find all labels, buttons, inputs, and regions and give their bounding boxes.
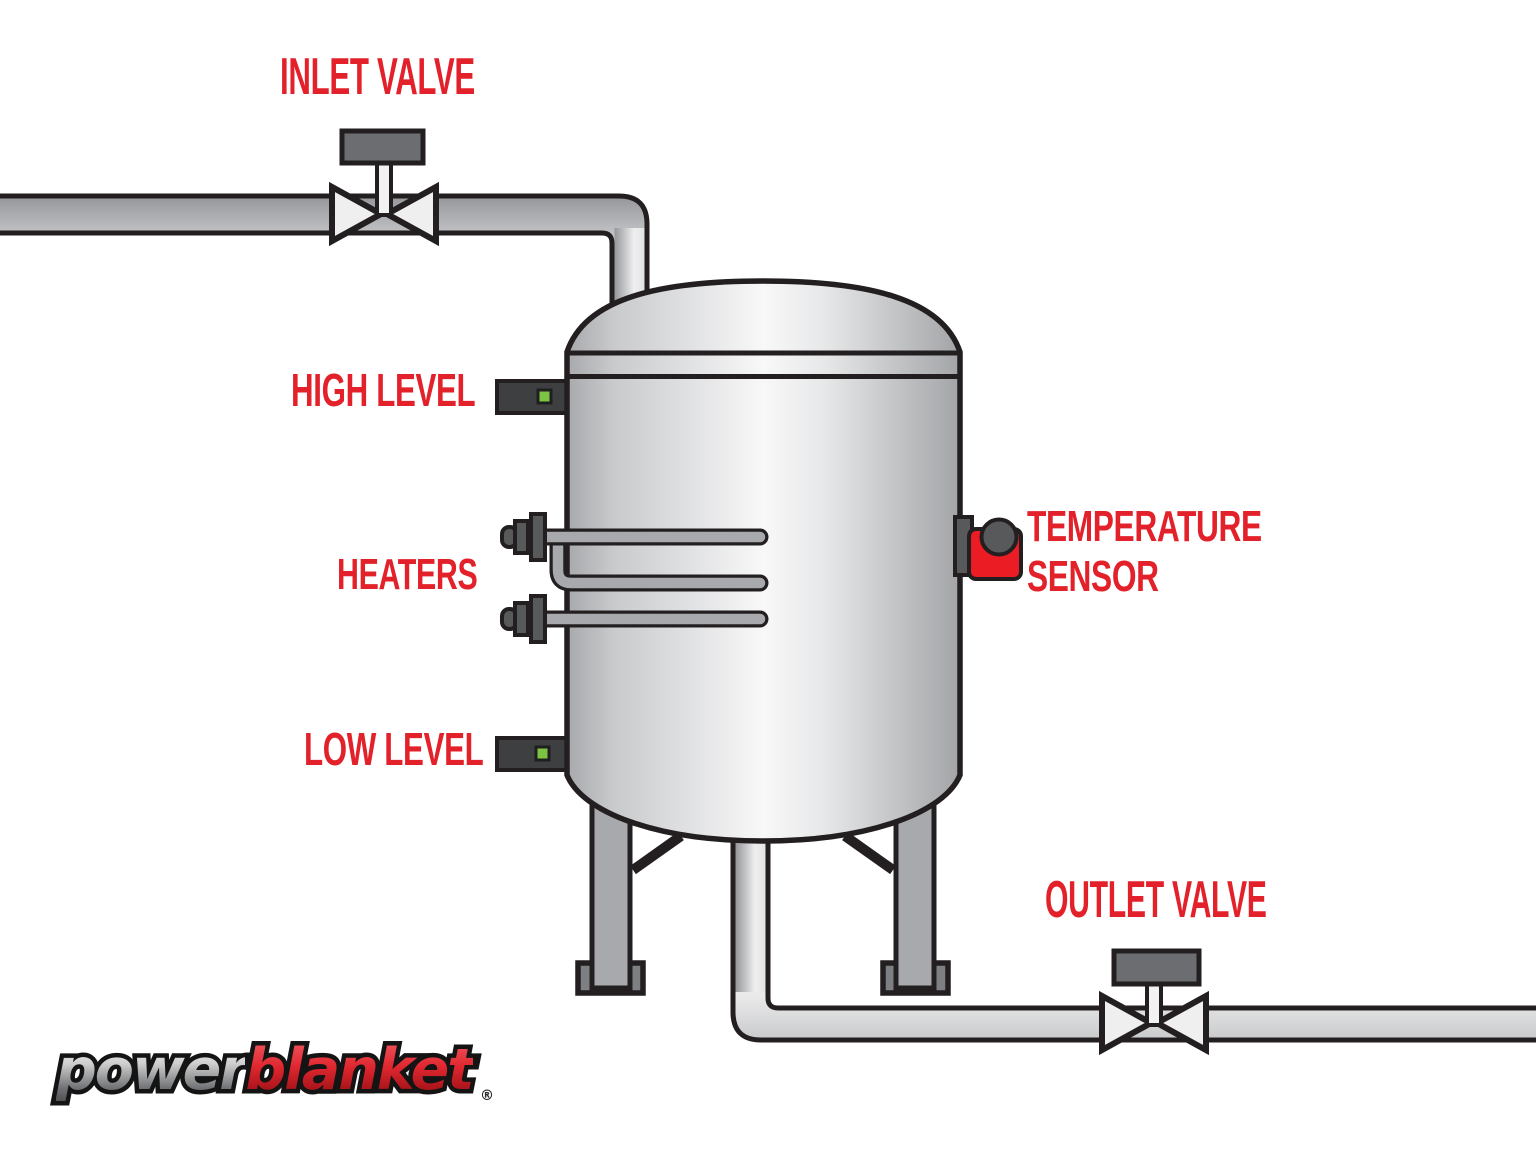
label-heaters: HEATERS bbox=[337, 550, 478, 599]
left-leg-brace bbox=[630, 831, 684, 875]
label-high-level: HIGH LEVEL bbox=[291, 364, 476, 416]
outlet-pipe bbox=[730, 823, 1536, 1043]
inlet-valve-handle bbox=[339, 128, 426, 166]
outlet-valve-handle bbox=[1111, 948, 1202, 987]
temperature-sensor bbox=[953, 515, 1023, 581]
label-inlet-valve: INLET VALVE bbox=[280, 48, 475, 106]
logo-text: powerblanket bbox=[56, 1037, 475, 1103]
left-leg bbox=[589, 795, 633, 991]
outlet-valve-stem bbox=[1145, 981, 1163, 1027]
right-leg bbox=[893, 795, 937, 991]
heater-plug-bottom bbox=[500, 594, 547, 644]
outlet-downpipe bbox=[735, 830, 766, 992]
heater-elements bbox=[536, 528, 769, 628]
label-temperature-line2: SENSOR bbox=[1027, 552, 1159, 601]
label-outlet-valve: OUTLET VALVE bbox=[1045, 871, 1267, 929]
tank-body bbox=[564, 278, 963, 844]
label-temperature-line1: TEMPERATURE bbox=[1027, 502, 1262, 551]
registered-mark: ® bbox=[480, 1088, 494, 1104]
sensor-knob bbox=[979, 517, 1019, 557]
label-temperature-sensor: TEMPERATURE SENSOR bbox=[1027, 502, 1262, 602]
inlet-pipe bbox=[0, 193, 650, 351]
inlet-valve bbox=[329, 128, 439, 247]
label-low-level: LOW LEVEL bbox=[304, 723, 484, 775]
outlet-valve bbox=[1099, 948, 1209, 1056]
high-level-led bbox=[536, 388, 553, 405]
low-level-led bbox=[534, 745, 551, 762]
inlet-valve-stem bbox=[375, 156, 393, 217]
high-level-sensor bbox=[495, 379, 577, 415]
heater-plug-top bbox=[500, 512, 547, 562]
right-leg-brace bbox=[842, 831, 896, 875]
powerblanket-logo: powerblanket powerblanket ® bbox=[51, 1037, 576, 1122]
logo-outline: powerblanket bbox=[51, 1037, 479, 1103]
